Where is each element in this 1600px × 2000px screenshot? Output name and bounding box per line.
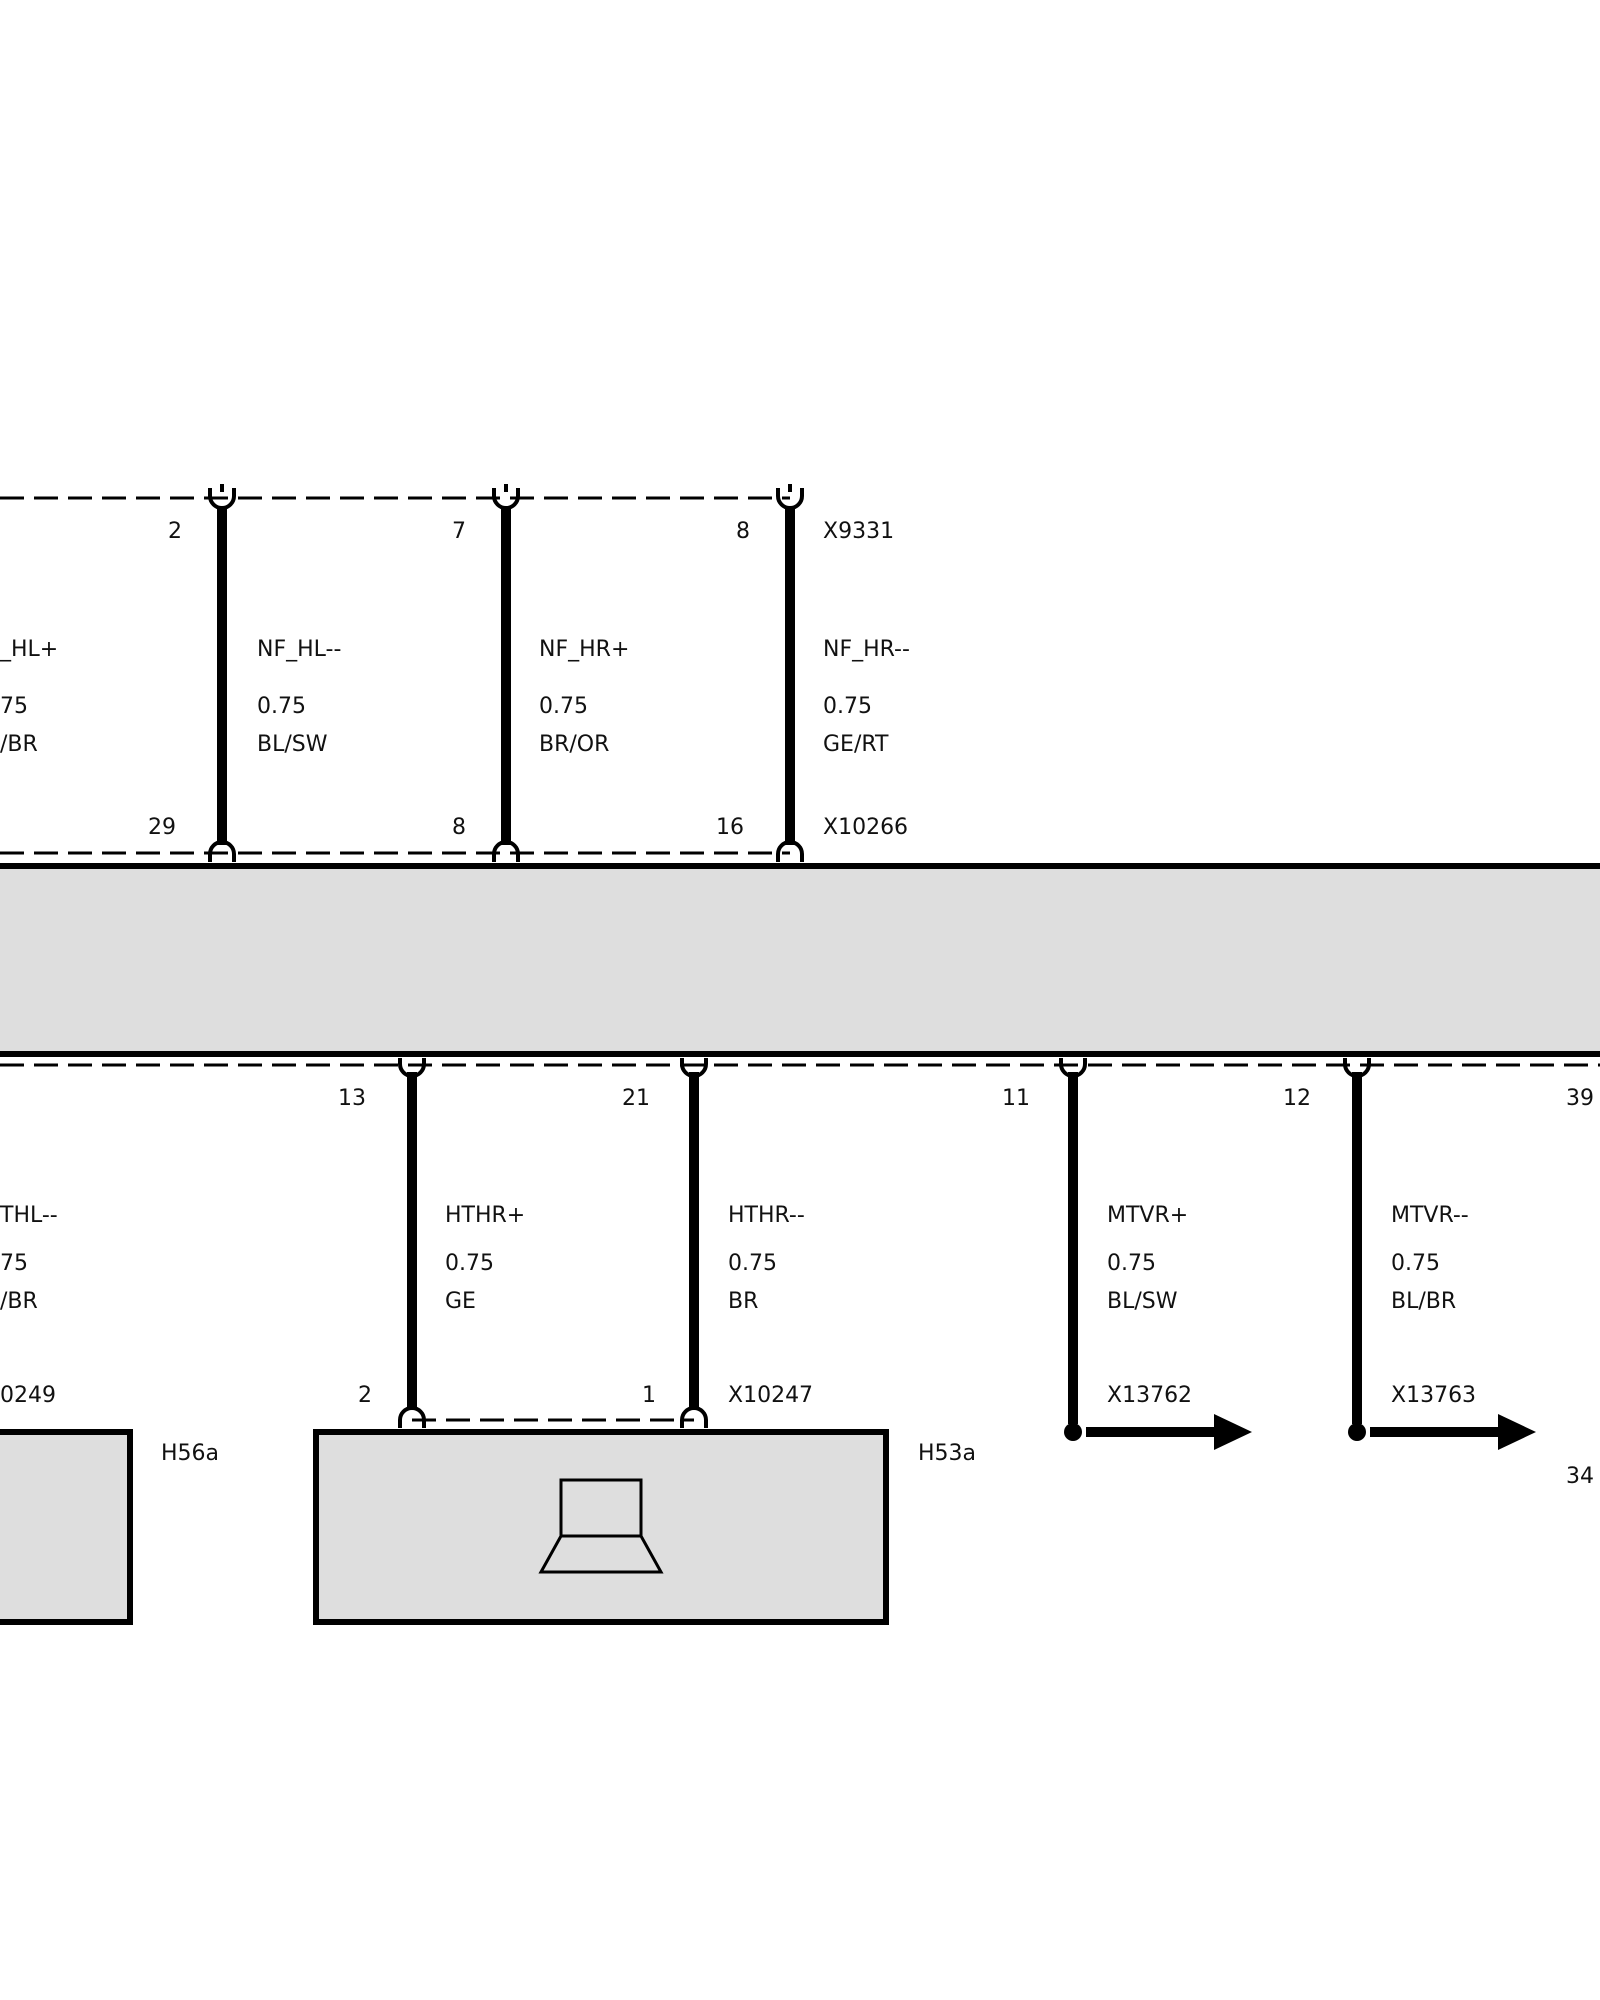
connector-label-x13762: X13762 bbox=[1107, 1383, 1192, 1408]
arrow-right-icon bbox=[1214, 1414, 1252, 1450]
connector-label-left: 0249 bbox=[0, 1383, 56, 1408]
wire-color-label: BL/SW bbox=[1107, 1289, 1178, 1314]
connector-label-x10266: X10266 bbox=[823, 815, 908, 840]
wire-gauge-label: 0.75 bbox=[257, 694, 306, 719]
wire-color-label: BR/OR bbox=[539, 732, 609, 757]
pin-label: 16 bbox=[716, 815, 744, 840]
wire-gauge-label: 0.75 bbox=[728, 1251, 777, 1276]
wire-signal-label: HTHR+ bbox=[445, 1203, 525, 1228]
wire-gauge-label: 0.75 bbox=[445, 1251, 494, 1276]
top-wire-nf-hr-minus[interactable] bbox=[776, 484, 804, 862]
pin-label: 2 bbox=[358, 1383, 372, 1408]
wire-color-label: GE/RT bbox=[823, 732, 889, 757]
pin-label: 29 bbox=[148, 815, 176, 840]
component-h53a-box[interactable] bbox=[313, 1429, 889, 1625]
pin-label: 34 bbox=[1566, 1464, 1594, 1489]
laptop-display-icon bbox=[538, 1478, 664, 1574]
pin-label: 1 bbox=[642, 1383, 656, 1408]
component-label-h53a: H53a bbox=[918, 1441, 976, 1466]
wire-color-label: BL/BR bbox=[1391, 1289, 1456, 1314]
wire-color-label: /BR bbox=[0, 732, 38, 757]
component-h56a-box[interactable] bbox=[0, 1429, 133, 1625]
wire-gauge-label: 0.75 bbox=[823, 694, 872, 719]
top-wire-nf-hl-minus[interactable] bbox=[208, 484, 236, 862]
connector-label-x9331: X9331 bbox=[823, 519, 894, 544]
bottom-wire-mtvr-plus[interactable] bbox=[1059, 1058, 1252, 1450]
bottom-wire-hthr-plus[interactable] bbox=[398, 1058, 426, 1428]
wire-gauge-label: 75 bbox=[0, 1251, 28, 1276]
connector-label-x10247: X10247 bbox=[728, 1383, 813, 1408]
wire-signal-label: MTVR-- bbox=[1391, 1203, 1469, 1228]
wire-signal-label: NF_HL-- bbox=[257, 637, 341, 662]
wire-signal-label: NF_HR-- bbox=[823, 637, 910, 662]
wire-signal-label: _HL+ bbox=[0, 637, 58, 662]
pin-label: 8 bbox=[736, 519, 750, 544]
pin-label: 12 bbox=[1283, 1086, 1311, 1111]
wire-color-label: GE bbox=[445, 1289, 476, 1314]
arrow-right-icon bbox=[1498, 1414, 1536, 1450]
wire-gauge-label: 0.75 bbox=[539, 694, 588, 719]
wire-signal-label: THL-- bbox=[0, 1203, 58, 1228]
wire-gauge-label: 0.75 bbox=[1107, 1251, 1156, 1276]
pin-label: 2 bbox=[168, 519, 182, 544]
wire-signal-label: MTVR+ bbox=[1107, 1203, 1188, 1228]
bottom-wire-mtvr-minus[interactable] bbox=[1343, 1058, 1536, 1450]
wire-color-label: BR bbox=[728, 1289, 758, 1314]
pin-label: 21 bbox=[622, 1086, 650, 1111]
splice-dot bbox=[1348, 1423, 1366, 1441]
component-label-h56a: H56a bbox=[161, 1441, 219, 1466]
splice-dot bbox=[1064, 1423, 1082, 1441]
pin-label: 8 bbox=[452, 815, 466, 840]
top-wire-nf-hr-plus[interactable] bbox=[492, 484, 520, 862]
control-module-body bbox=[0, 866, 1600, 1054]
bottom-wire-hthr-minus[interactable] bbox=[680, 1058, 708, 1428]
wire-signal-label: HTHR-- bbox=[728, 1203, 805, 1228]
pin-label: 11 bbox=[1002, 1086, 1030, 1111]
wire-color-label: /BR bbox=[0, 1289, 38, 1314]
pin-label: 13 bbox=[338, 1086, 366, 1111]
connector-label-x13763: X13763 bbox=[1391, 1383, 1476, 1408]
wire-color-label: BL/SW bbox=[257, 732, 328, 757]
pin-label: 7 bbox=[452, 519, 466, 544]
wire-gauge-label: 75 bbox=[0, 694, 28, 719]
pin-label: 39 bbox=[1566, 1086, 1594, 1111]
wire-gauge-label: 0.75 bbox=[1391, 1251, 1440, 1276]
wire-signal-label: NF_HR+ bbox=[539, 637, 629, 662]
